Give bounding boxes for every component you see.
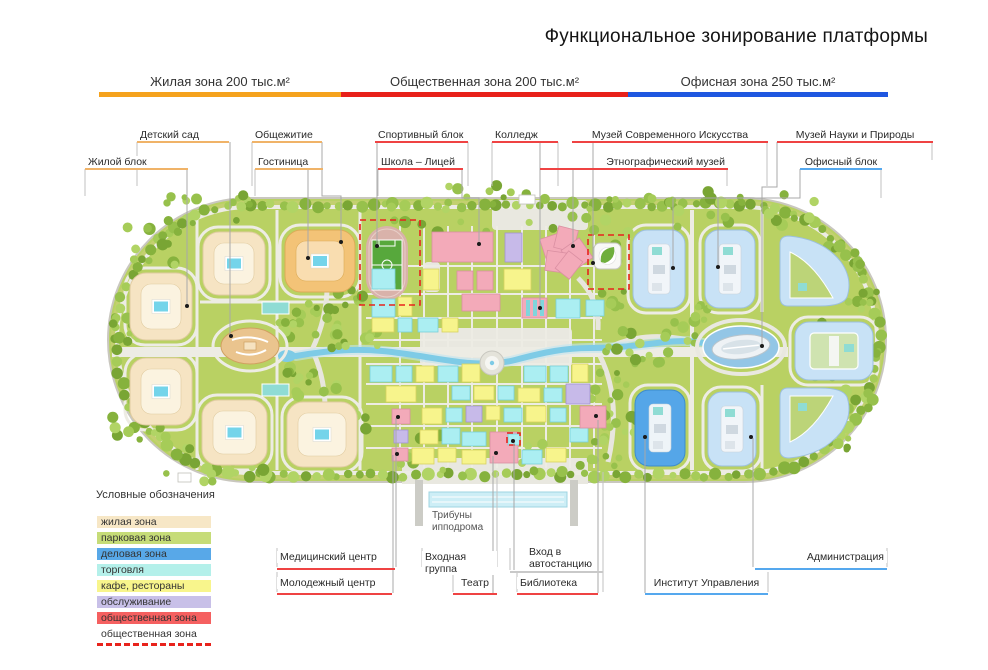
sport-courts [261,301,290,397]
zone-bar-residential [99,92,341,97]
lake [695,318,787,376]
legend-item: парковая зона [97,532,211,544]
leader-dot [511,439,515,443]
label-underline-etnografichesky-muzey [540,168,728,170]
kindergarten-oval [211,319,289,373]
leader-dot [375,244,379,248]
map-label-teatr: Театр [453,577,497,589]
leader-dot [306,256,310,260]
legend-item: жилая зона [97,516,211,528]
label-underline-gostinitsa [255,168,323,170]
legend-item: кафе, рестораны [97,580,211,592]
map-label-kolledzh: Колледж [492,129,558,141]
map-label-biblioteka: Библиотека [517,577,598,589]
leader-dot [716,265,720,269]
legend-title: Условные обозначения [96,489,215,501]
label-underline-detskiy-sad [137,141,229,143]
zone-bar-office [628,92,888,97]
label-underline-teatr [453,593,497,595]
map-label-meditsinsky-tsentr: Медицинский центр [277,551,395,563]
label-underline-shkola-litsey [378,168,463,170]
map-label-gostinitsa: Гостиница [255,156,323,168]
legend-item: общественная зона [97,628,211,640]
legend-item: общественная зона [97,612,211,624]
label-underline-molodezhny-tsentr [277,593,392,595]
map-label-detskiy-sad: Детский сад [137,129,229,141]
legend-item: деловая зона [97,548,211,560]
legend-item: обслуживание [97,596,211,608]
leader-dot [594,414,598,418]
label-underline-sportivny-blok [375,141,468,143]
map-label-ofisny-blok: Офисный блок [800,156,882,168]
zone-label-public: Общественная зона 200 тыс.м² [389,74,580,89]
zone-label-office: Офисная зона 250 тыс.м² [680,74,836,89]
legend-dashed-line [97,643,211,646]
center-buildings [369,231,607,465]
map-label-institut-upravleniya: Институт Управления [645,577,768,589]
map-label-molodezhny-tsentr: Молодежный центр [277,577,392,589]
legend-item: торговля [97,564,211,576]
leader-dot [643,435,647,439]
label-underline-vkhod-v-avtostantsiyu [510,571,603,573]
tribune-label: Трибуны ипподрома [432,510,484,533]
map-label-administratsiya: Администрация [755,551,887,563]
map-label-vkhodnaya-gruppa: Входная группа [422,551,497,575]
map-label-shkola-litsey: Школа – Лицей [378,156,463,168]
leader-dot [229,334,233,338]
boat-museum [711,334,771,360]
leader-dot [749,435,753,439]
zone-bar-public [341,92,628,97]
label-underline-muzey-iskusstva [572,141,768,143]
map-label-muzey-nauki: Музей Науки и Природы [777,129,933,141]
label-underline-zhiloy-blok [85,168,188,170]
leader-dot [760,344,764,348]
leader-dot [538,306,542,310]
map-label-etnografichesky-muzey: Этнографический музей [540,156,728,168]
leader-dot [185,304,189,308]
page-title: Функциональное зонирование платформы [544,26,928,47]
map-label-vkhod-v-avtostantsiyu: Вход в автостанцию [510,546,619,570]
platform-entrances [177,194,536,483]
map-label-zhiloy-blok: Жилой блок [85,156,188,168]
leader-dot [591,261,595,265]
legend: жилая зона парковая зона деловая зона торго… [97,516,211,646]
zone-label-residential: Жилая зона 200 тыс.м² [150,74,290,89]
leader-dot [396,415,400,419]
office-blocks [632,229,874,467]
leader-dot [671,266,675,270]
modern-art-museum [593,242,622,270]
label-underline-kolledzh [492,141,558,143]
map-label-obschezhitie: Общежитие [252,129,322,141]
hippodrome-tribune [415,480,578,526]
leader-dot [339,240,343,244]
map-label-sportivny-blok: Спортивный блок [375,129,468,141]
label-underline-institut-upravleniya [645,593,768,595]
water [278,336,713,369]
leader-dot [477,242,481,246]
label-underline-biblioteka [517,593,598,595]
residential-blocks [129,229,358,468]
leader-dot [494,451,498,455]
label-underline-obschezhitie [252,141,322,143]
leader-dot [395,452,399,456]
map-label-muzey-iskusstva: Музей Современного Искусства [572,129,768,141]
fountain [479,350,505,376]
leader-dot [571,244,575,248]
label-underline-ofisny-blok [800,168,882,170]
label-underline-muzey-nauki [777,141,933,143]
label-underline-administratsiya [755,568,887,570]
label-underline-meditsinsky-tsentr [277,568,395,570]
